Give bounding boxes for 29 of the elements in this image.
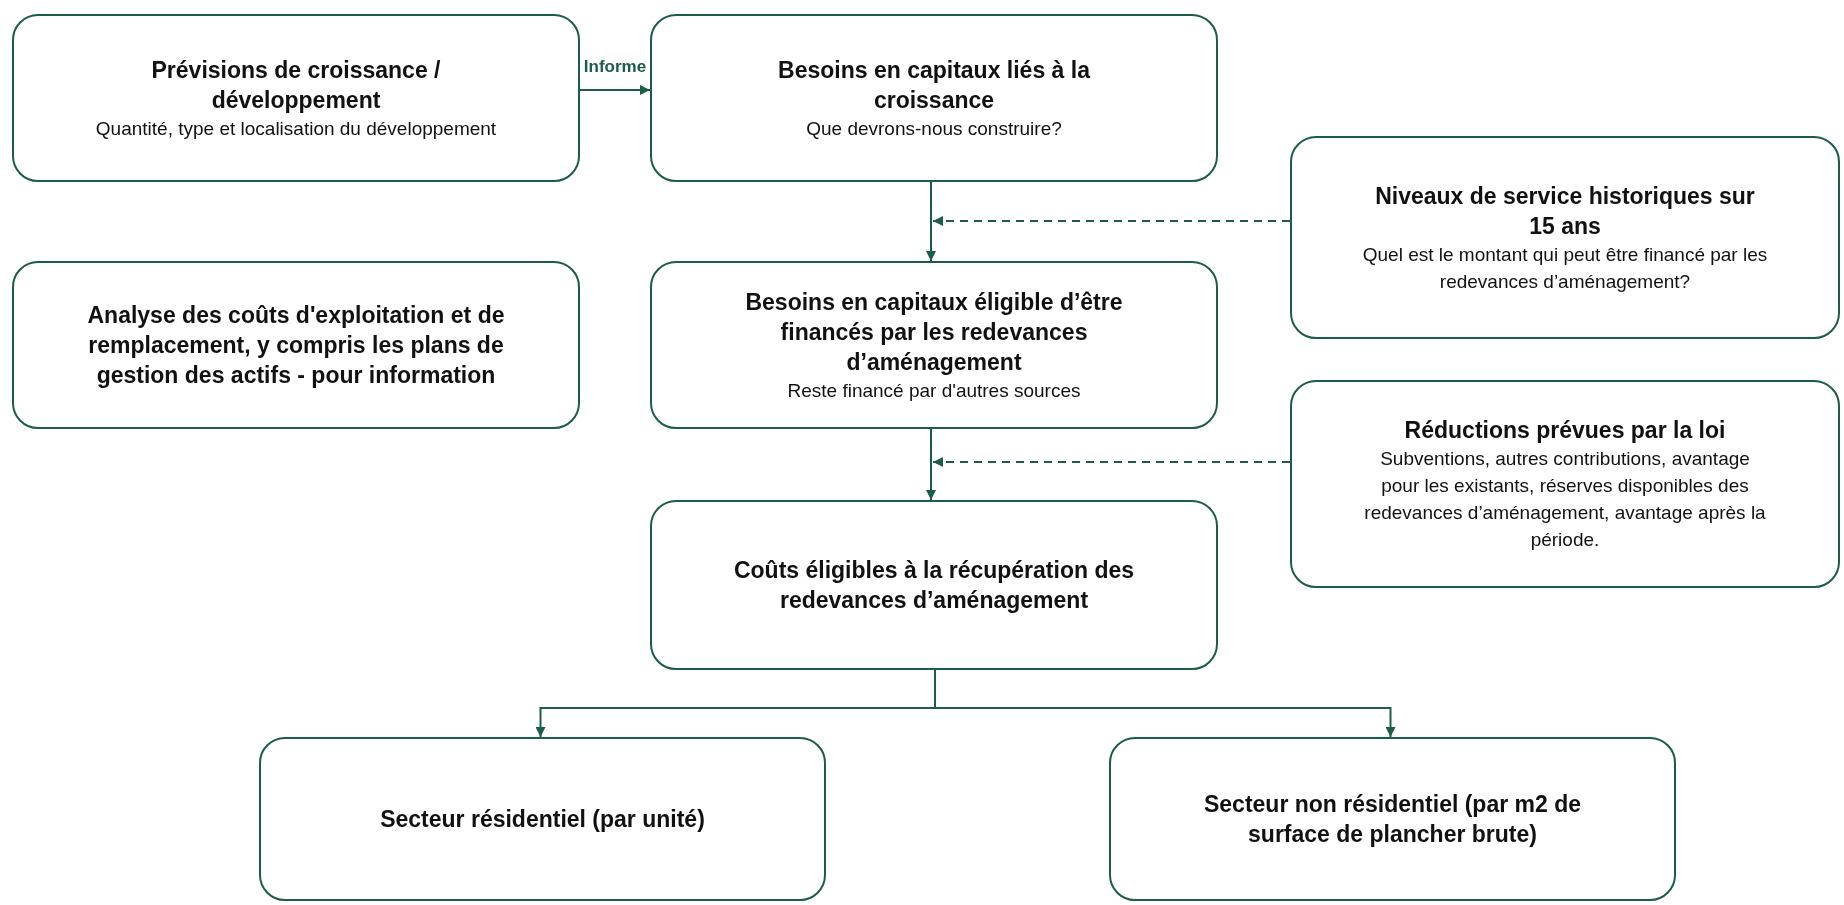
process-box <box>1290 136 1840 339</box>
process-box <box>1290 380 1840 588</box>
box-description: Quel est le montant qui peut être financé par les redevances d’aménagement? <box>1362 242 1768 294</box>
box-heading: Coûts éligibles à la récupération des redevances d’aménagement <box>732 556 1136 615</box>
box-description: Reste financé par d'autres sources <box>787 378 1081 403</box>
dashed-arrow <box>932 216 1291 226</box>
box-heading: Niveaux de service historiques sur 15 ans <box>1374 181 1756 241</box>
box-description: Quantité, type et localisation du développement <box>95 116 497 141</box>
process-box <box>12 261 580 429</box>
process-box <box>650 500 1218 670</box>
box-heading: Réductions prévues par la loi <box>1404 416 1726 445</box>
box-heading: Secteur résidentiel (par unité) <box>380 805 705 834</box>
box-heading: Besoins en capitaux liés à la croissance <box>777 55 1092 115</box>
box-heading: Analyse des coûts d'exploitation et de remplacement, y compris les plans de gestion des actifs - pour information <box>86 301 506 390</box>
arrow <box>579 85 651 95</box>
arrow <box>926 428 936 501</box>
process-box <box>12 14 580 182</box>
process-box <box>650 261 1218 429</box>
arrow <box>926 181 936 262</box>
box-heading: Secteur non résidentiel (par m2 de surface de plancher brute) <box>1202 790 1583 849</box>
edge-label: Informe <box>581 58 649 75</box>
box-description: Que devrons-nous construire? <box>806 116 1062 141</box>
box-description: Subventions, autres contributions, avantage pour les existants, réserves disponibles des redevances d’aménagement, avantage après la période. <box>1363 447 1767 552</box>
box-heading: Prévisions de croissance / développement <box>150 55 442 115</box>
process-box <box>259 737 826 901</box>
box-heading: Besoins en capitaux éligible d’être financés par les redevances d’aménagement <box>744 287 1124 377</box>
process-box <box>1109 737 1676 901</box>
dashed-arrow <box>932 457 1291 467</box>
process-box <box>650 14 1218 182</box>
